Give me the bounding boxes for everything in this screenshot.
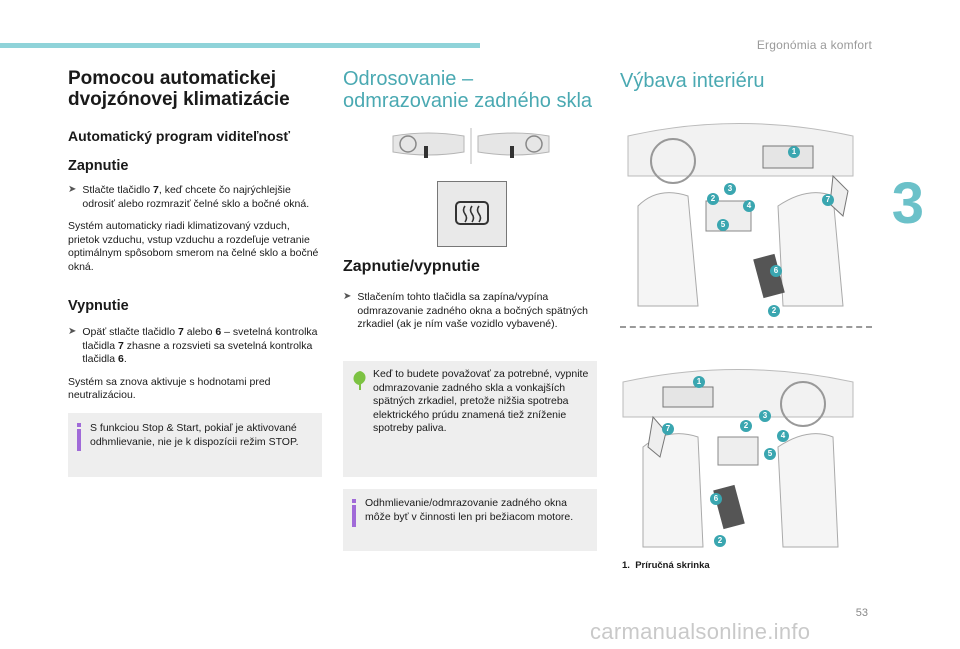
off-description: Systém sa znova aktivuje s hodnotami pre… — [68, 375, 271, 402]
callout-badge: 2 — [714, 535, 726, 547]
callout-badge: 7 — [662, 423, 674, 435]
bullet-text-part: Stlačte tlačidlo — [82, 184, 154, 196]
button-number: 7 — [177, 326, 184, 338]
eco-leaf-icon — [353, 371, 366, 390]
caption-number: 1. — [622, 560, 630, 571]
on-description: Systém automaticky riadi klimatizovaný v… — [68, 220, 319, 273]
page-number: 53 — [855, 607, 868, 619]
eco-note-text: Keď to budete považovať za potrebné, vyp… — [373, 368, 589, 434]
callout-badge: 5 — [764, 448, 776, 460]
callout-badge: 6 — [770, 265, 782, 277]
callout-badge: 2 — [740, 420, 752, 432]
on-off-bullet: ➤ Stlačením tohto tlačidla sa zapína/vyp… — [343, 291, 593, 332]
info-note-text: S funkciou Stop & Start, pokiaľ je aktiv… — [90, 422, 299, 448]
callout-badge: 4 — [777, 430, 789, 442]
bullet-text: Stlačením tohto tlačidla sa zapína/vypín… — [357, 291, 588, 330]
bullet-icon: ➤ — [68, 326, 77, 337]
chapter-number: 3 — [891, 171, 924, 236]
header-bar — [0, 43, 480, 48]
bullet-text-part: – svetelná kontrolka tlačidla — [82, 326, 318, 352]
off-heading: Vypnutie — [68, 298, 129, 314]
callout-badge: 2 — [707, 193, 719, 205]
info-note-text: Odhmlievanie/odmrazovanie zadného okna m… — [365, 497, 574, 523]
info-note: S funkciou Stop & Start, pokiaľ je aktiv… — [68, 413, 322, 477]
callout-badge: 5 — [717, 219, 729, 231]
button-number: 7 — [153, 184, 159, 196]
callout-badge: 3 — [759, 410, 771, 422]
info-note: Odhmlievanie/odmrazovanie zadného okna m… — [343, 489, 597, 551]
callout-badge: 6 — [710, 493, 722, 505]
section-title: Odrosovanie – odmrazovanie zadného skla — [343, 68, 598, 112]
bullet-text-part: zhasne a rozsvieti sa svetelná kontrolka… — [82, 339, 313, 366]
bullet-text-part: . — [123, 353, 127, 365]
section-title: Pomocou automatickej dvojzónovej klimati… — [68, 68, 323, 110]
on-off-heading: Zapnutie/vypnutie — [343, 258, 480, 275]
title-line: Pomocou automatickej — [68, 68, 276, 89]
info-icon — [74, 423, 84, 453]
callout-badge: 4 — [743, 200, 755, 212]
bullet-text-part: Opäť stlačte tlačidlo — [82, 326, 178, 338]
column-rear-defrost: Odrosovanie – odmrazovanie zadného skla — [343, 68, 598, 112]
interior-illustration-bottom — [618, 362, 858, 552]
bullet-icon: ➤ — [343, 291, 352, 302]
rear-defrost-button — [437, 181, 507, 247]
callout-badge: 2 — [768, 305, 780, 317]
callout-badge: 7 — [822, 194, 834, 206]
bullet-text: Stlačte tlačidlo 7, keď chcete čo najrýc… — [82, 184, 323, 211]
callout-badge: 1 — [788, 146, 800, 158]
button-number: 6 — [215, 326, 222, 338]
title-line: Odrosovanie – — [343, 68, 474, 90]
title-line: odmrazovanie zadného skla — [343, 90, 593, 112]
subtitle: Automatický program viditeľnosť — [68, 128, 291, 144]
off-bullet: ➤ Opäť stlačte tlačidlo 7 alebo 6 – svet… — [68, 326, 323, 367]
title-line: dvojzónovej klimatizácie — [68, 89, 290, 110]
caption-text: Príručná skrinka — [635, 560, 710, 571]
rear-defrost-icon — [455, 201, 489, 225]
bullet-text-part: , keď chcete čo najrýchlejšie odrosiť al… — [82, 184, 310, 210]
divider — [620, 326, 872, 328]
info-icon — [349, 499, 359, 529]
mirror-defrost-icon — [392, 128, 550, 164]
button-number: 6 — [118, 353, 124, 365]
figure-caption: 1. Príručná skrinka — [622, 560, 710, 571]
bullet-icon: ➤ — [68, 184, 77, 195]
callout-badge: 3 — [724, 183, 736, 195]
on-bullet: ➤ Stlačte tlačidlo 7, keď chcete čo najr… — [68, 184, 323, 211]
callout-badge: 1 — [693, 376, 705, 388]
on-heading: Zapnutie — [68, 158, 129, 174]
column-automatic-climate: Pomocou automatickej dvojzónovej klimati… — [68, 68, 323, 403]
watermark: carmanualsonline.info — [590, 619, 811, 644]
interior-title: Výbava interiéru — [620, 70, 765, 92]
chapter-title: Ergonómia a komfort — [756, 38, 872, 52]
button-number: 7 — [118, 339, 124, 352]
interior-illustration-top — [618, 116, 858, 316]
eco-note: Keď to budete považovať za potrebné, vyp… — [343, 361, 597, 477]
bullet-text: Opäť stlačte tlačidlo 7 alebo 6 – svetel… — [82, 326, 323, 367]
bullet-text-part: alebo — [183, 326, 216, 338]
